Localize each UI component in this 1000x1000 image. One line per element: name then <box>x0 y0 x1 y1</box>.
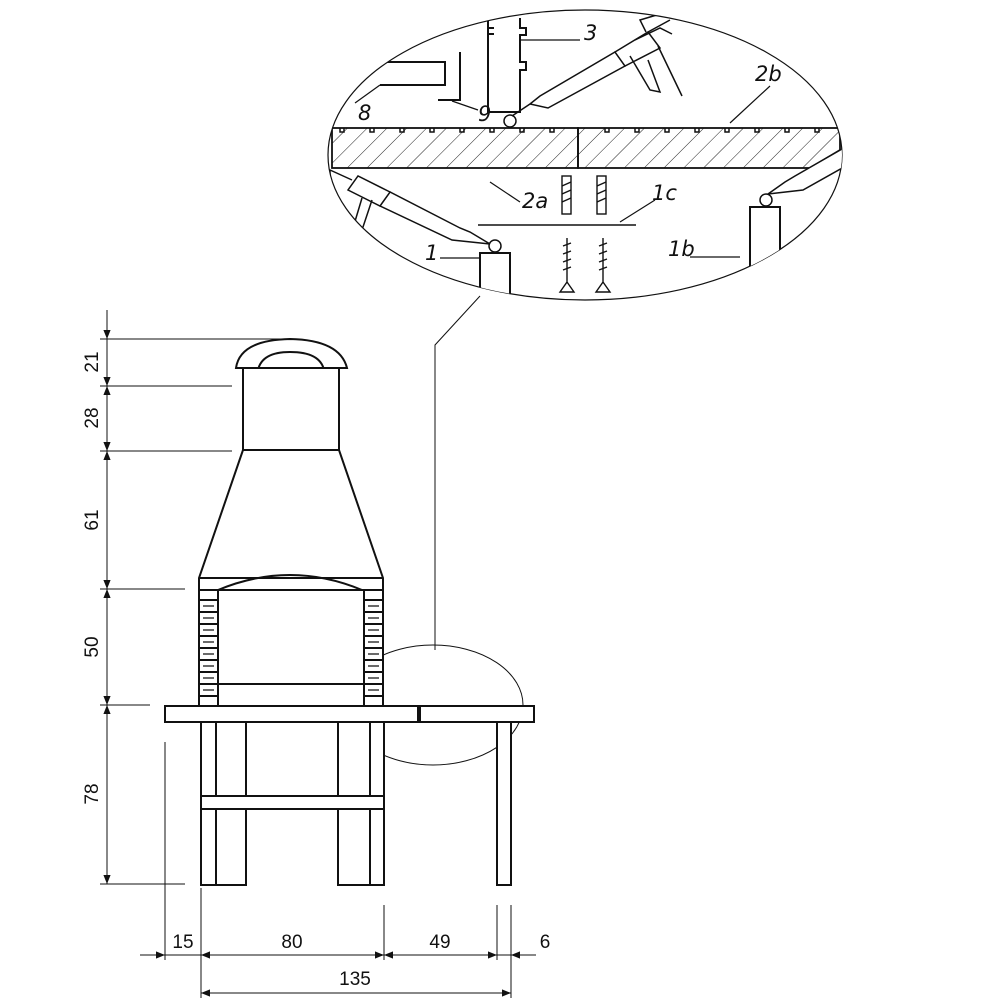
post-1 <box>479 252 511 300</box>
dim-21: 21 <box>82 351 103 372</box>
sealant-bead-1 <box>488 239 502 253</box>
worktop-notches <box>339 128 820 133</box>
hood <box>198 449 384 591</box>
sealant-bead-1b <box>759 193 773 207</box>
leg-side <box>496 721 512 886</box>
part-9-bracket <box>438 52 461 101</box>
worktop-section-2a <box>331 127 579 169</box>
callout-1b: 1b <box>668 237 695 261</box>
dim-135: 135 <box>339 969 371 990</box>
screws <box>558 238 612 293</box>
dim-15: 15 <box>172 932 193 953</box>
part-3-profile <box>487 18 527 113</box>
lower-shelf <box>200 795 385 810</box>
firebox <box>217 589 365 707</box>
callout-2b: 2b <box>755 62 782 86</box>
barbecue-elevation <box>164 337 535 886</box>
vertical-dimensions <box>100 310 300 885</box>
wall-plugs <box>561 175 607 215</box>
callout-8: 8 <box>358 101 371 125</box>
callout-9: 9 <box>478 102 491 126</box>
callout-1: 1 <box>425 241 438 265</box>
dim-61: 61 <box>82 509 103 530</box>
chimney-stack <box>242 367 340 451</box>
hood-arch <box>217 574 363 591</box>
detail-view: 3 2b 8 9 2a 1c 1 1b <box>327 9 843 301</box>
dim-78: 78 <box>82 783 103 804</box>
caulking-gun-left <box>329 168 491 245</box>
post-1b <box>749 206 781 300</box>
worktop-left <box>164 705 419 723</box>
sealant-bead-top <box>503 114 517 128</box>
detail-leaders <box>354 39 771 259</box>
dim-80: 80 <box>281 932 302 953</box>
detail-connector <box>434 295 481 650</box>
callout-2a: 2a <box>522 189 548 213</box>
dim-6: 6 <box>540 932 551 953</box>
callout-1c: 1c <box>652 181 677 205</box>
dim-49: 49 <box>429 932 450 953</box>
caulking-gun-top <box>511 13 683 117</box>
callout-3: 3 <box>584 21 597 45</box>
dim-50: 50 <box>82 636 103 657</box>
worktop-right <box>419 705 535 723</box>
part-8-profile <box>360 61 446 86</box>
dim-28: 28 <box>82 407 103 428</box>
caulking-gun-right <box>767 133 842 195</box>
horizontal-dimensions <box>140 742 536 998</box>
worktop-section-2b <box>577 127 841 169</box>
